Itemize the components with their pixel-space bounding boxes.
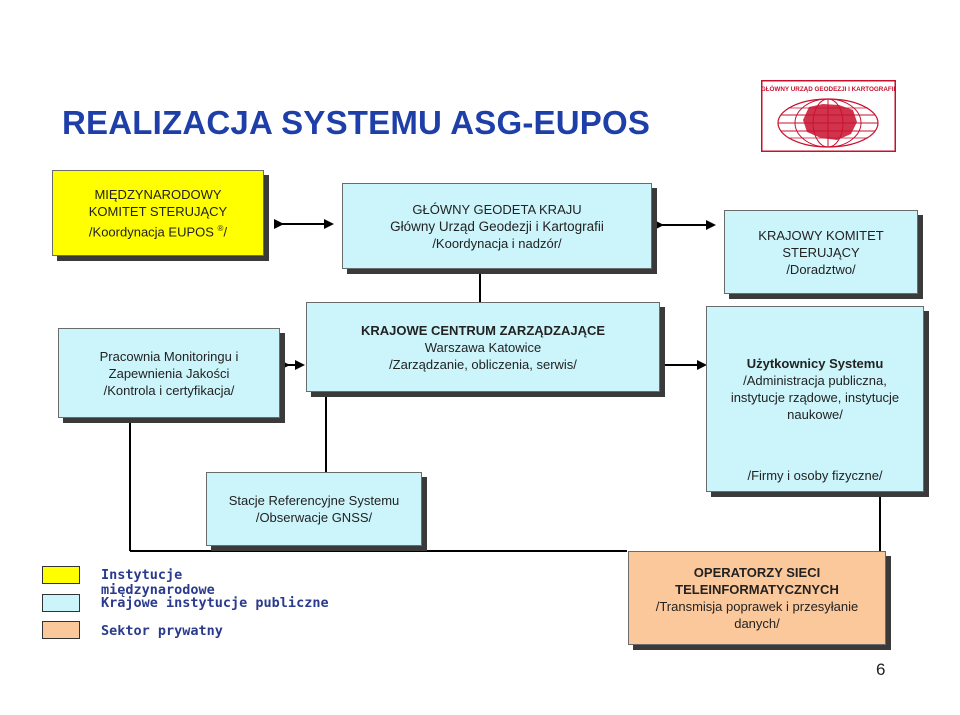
centers-line3: /Zarządzanie, obliczenia, serwis/ (389, 356, 577, 372)
national-line3: /Doradztwo/ (786, 261, 856, 277)
operators-line4: danych/ (734, 616, 780, 631)
centers-line2: Warszawa Katowice (424, 339, 542, 355)
page-number: 6 (876, 660, 886, 679)
international-line3: /Koordynacja EUPOS ®/ (88, 223, 228, 240)
international-line1: MIĘDZYNARODOWY (94, 186, 222, 202)
legend-label-international: Instytucje międzynarodowe (101, 567, 215, 598)
monitoring-line3: /Kontrola i certyfikacja/ (103, 382, 235, 398)
management-centers-box: KRAJOWE CENTRUM ZARZĄDZAJĄCE Warszawa Ka… (306, 302, 660, 392)
national-committee-box: KRAJOWY KOMITET STERUJĄCY /Doradztwo/ (724, 210, 918, 294)
operators-line2: TELEINFORMATYCZNYCH (675, 582, 839, 597)
operators-line1: OPERATORZY SIECI (693, 565, 821, 580)
legend-swatch-private (42, 621, 80, 639)
centers-line1: KRAJOWE CENTRUM ZARZĄDZAJĄCE (360, 322, 606, 338)
legend-label-national: Krajowe instytucje publiczne (101, 595, 329, 611)
head-surveyor-box: GŁÓWNY GEODETA KRAJU Główny Urząd Geodez… (342, 183, 652, 269)
international-line2: KOMITET STERUJĄCY (88, 203, 228, 219)
international-committee-box: MIĘDZYNARODOWY KOMITET STERUJĄCY /Koordy… (52, 170, 264, 256)
gugik-logo: GŁÓWNY URZĄD GEODEZJI I KARTOGRAFII (759, 78, 898, 154)
monitoring-line1: Pracownia Monitoringu i (99, 348, 239, 364)
stations-line1: Stacje Referencyjne Systemu (228, 493, 400, 508)
monitoring-box: Pracownia Monitoringu i Zapewnienia Jako… (58, 328, 280, 418)
gugik-line1: GŁÓWNY GEODETA KRAJU (412, 201, 582, 217)
globe-poland-icon (777, 98, 879, 148)
reference-stations-box: Stacje Referencyjne Systemu /Obserwacje … (206, 472, 422, 546)
network-operators-box: OPERATORZY SIECI TELEINFORMATYCZNYCH /Tr… (628, 551, 886, 645)
users-line2: /Administracja publiczna, (743, 373, 887, 388)
legend-swatch-international (42, 566, 80, 584)
gugik-line3: /Koordynacja i nadzór/ (432, 235, 562, 251)
legend-swatch-national (42, 594, 80, 612)
gugik-line2: Główny Urząd Geodezji i Kartografii (390, 218, 604, 234)
page-title: REALIZACJA SYSTEMU ASG-EUPOS (62, 104, 651, 141)
stations-line2: /Obserwacje GNSS/ (255, 510, 373, 525)
monitoring-line2: Zapewnienia Jakości (108, 365, 230, 381)
svg-text:GŁÓWNY URZĄD GEODEZJI I KARTOG: GŁÓWNY URZĄD GEODEZJI I KARTOGRAFII (761, 84, 895, 93)
national-line2: STERUJĄCY (782, 244, 860, 260)
users-line5: /Firmy i osoby fizyczne/ (747, 468, 883, 483)
national-line1: KRAJOWY KOMITET (758, 227, 884, 243)
system-users-box: Użytkownicy Systemu /Administracja publi… (706, 306, 924, 492)
operators-line3: /Transmisja poprawek i przesyłanie (655, 599, 859, 614)
legend-label-private: Sektor prywatny (101, 623, 223, 639)
users-line4: naukowe/ (787, 407, 843, 422)
users-line1: Użytkownicy Systemu (746, 356, 884, 371)
users-line3: instytucje rządowe, instytucje (730, 390, 900, 405)
